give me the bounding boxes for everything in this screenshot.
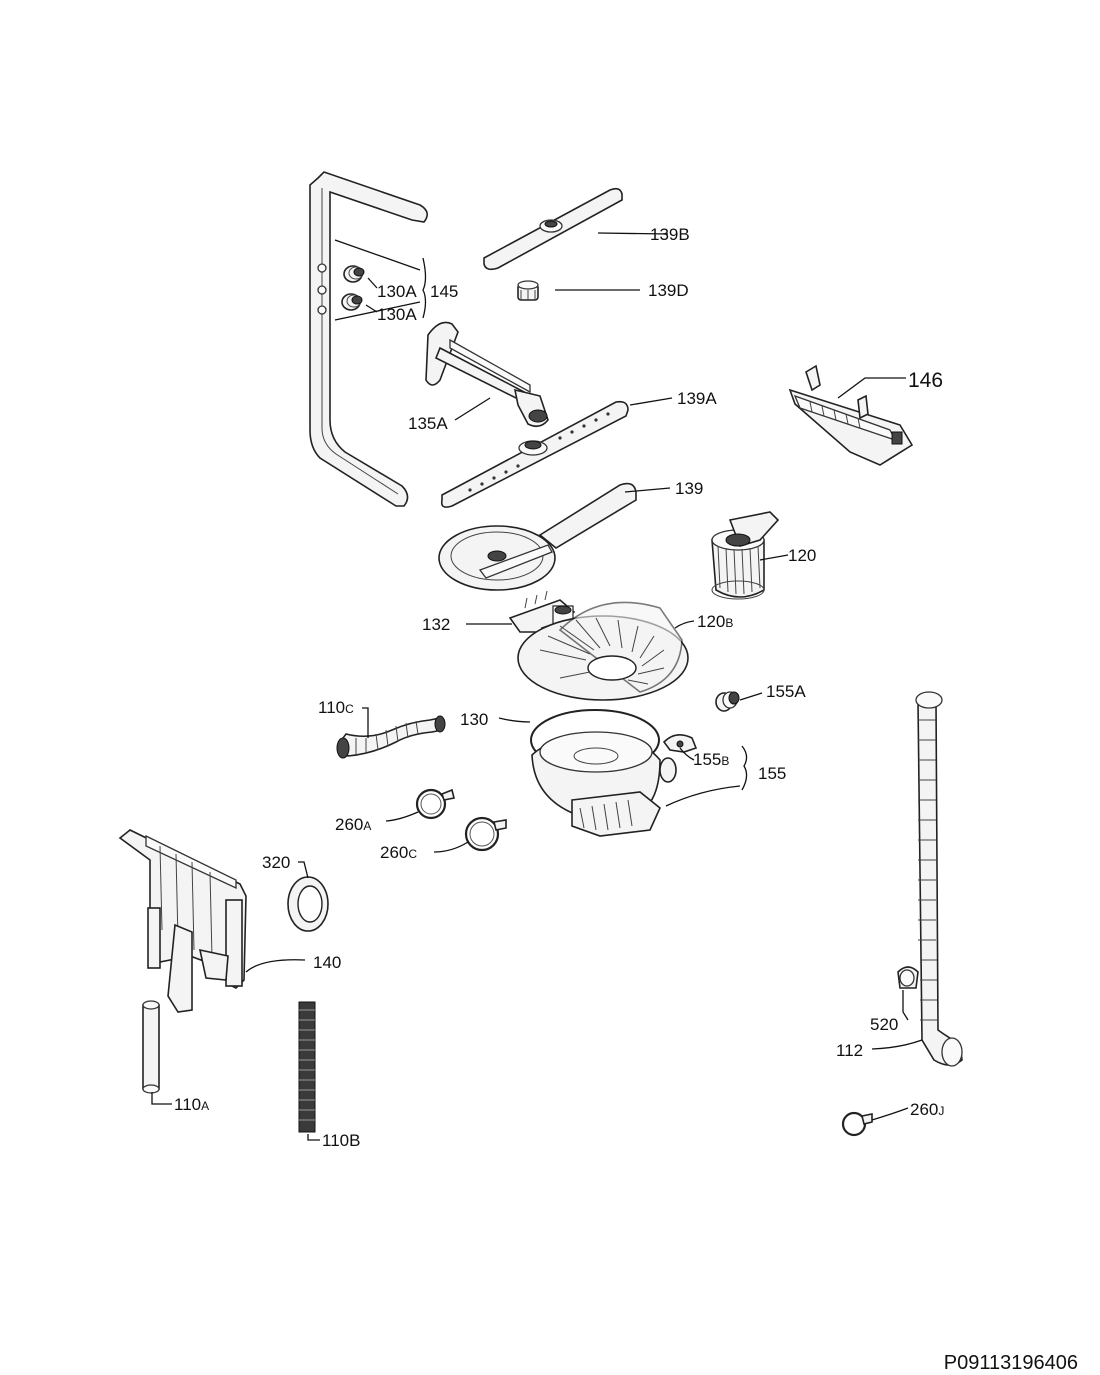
label-130a-lower: 130A [377,305,417,324]
part-130a-seal-lower [341,293,363,311]
label-110c: 110C [318,698,354,717]
label-260c-sub: C [408,847,417,861]
label-155b-sub: B [721,754,729,768]
label-260a-sub: A [363,819,371,833]
label-112: 112 [836,1041,863,1060]
label-120b-main: 120 [697,612,725,631]
label-120: 120 [788,546,816,565]
label-139d: 139D [648,281,689,300]
part-139d-nut [517,280,539,301]
part-139b-upper-spray-arm [483,187,623,271]
label-110a-main: 110 [174,1095,201,1114]
label-110b: 110B [322,1131,360,1150]
part-130-155-sump-housing [530,709,698,837]
label-260j-main: 260 [910,1100,938,1119]
part-112-drain-hose [915,691,963,1067]
label-139b: 139B [650,225,690,244]
part-110b-spring [298,1001,316,1133]
part-120b-plate [517,601,689,701]
label-260c-main: 260 [380,843,408,862]
label-132: 132 [422,615,450,634]
label-145: 145 [430,282,458,301]
label-260a: 260A [335,815,371,834]
label-110c-sub: C [345,702,354,716]
label-155a: 155A [766,682,806,701]
label-110c-main: 110 [318,698,345,717]
part-130a-seal-upper [343,265,365,283]
document-code: P09113196406 [943,1352,1078,1374]
part-520-clip [897,966,919,989]
part-139-spray-arm-disc [438,482,637,591]
label-320: 320 [262,853,290,872]
label-146: 146 [908,369,943,392]
part-110a-tube [142,1000,160,1094]
label-110a: 110A [174,1095,209,1114]
label-260a-main: 260 [335,815,363,834]
part-135a-spray-tube [425,321,549,428]
label-110a-sub: A [201,1099,209,1113]
part-260c-clamp [464,816,507,852]
label-520: 520 [870,1015,898,1034]
label-155: 155 [758,764,786,783]
label-260c: 260C [380,843,417,862]
label-130a-upper: 130A [377,282,417,301]
part-145-supply-pipe [309,171,428,507]
part-146-bracket [788,364,914,466]
part-155a-connector [715,691,740,712]
label-139: 139 [675,479,703,498]
part-140-container [118,829,247,1013]
part-139a-lower-spray-arm [440,400,629,508]
part-260j-clamp [841,1111,873,1137]
label-155b-main: 155 [693,750,721,769]
label-139a: 139A [677,389,717,408]
label-260j: 260J [910,1100,944,1119]
label-120b-sub: B [725,616,733,630]
label-130: 130 [460,710,488,729]
part-320-seal [287,876,329,932]
label-120b: 120B [697,612,733,631]
label-155b: 155B [693,750,729,769]
label-140: 140 [313,953,341,972]
label-135a: 135A [408,414,448,433]
part-120-filter [711,511,780,600]
label-260j-sub: J [938,1104,944,1118]
part-110c-hose [336,715,446,759]
part-260a-clamp [415,788,455,820]
